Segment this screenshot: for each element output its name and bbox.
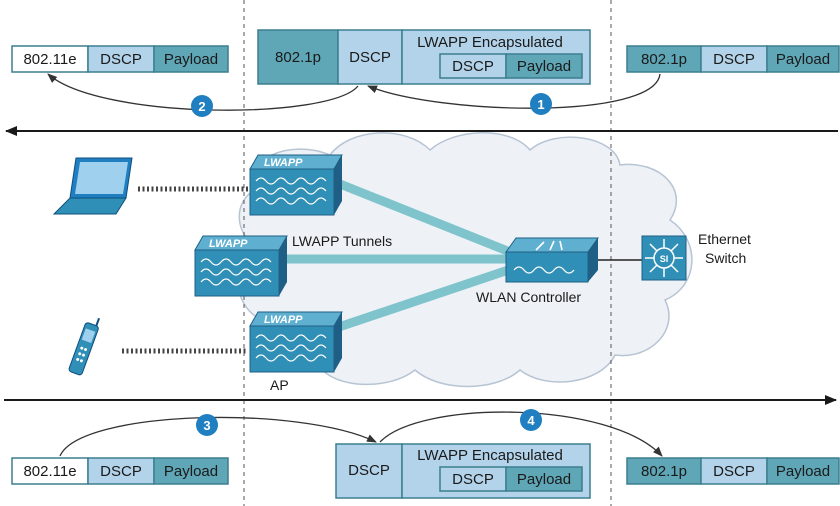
field-label: DSCP (349, 49, 391, 66)
step-badge: 3 (196, 414, 218, 436)
field-label: Payload (517, 58, 571, 75)
laptop-icon (52, 157, 133, 215)
field-label: Payload (164, 51, 218, 68)
field-label: Payload (776, 51, 830, 68)
wlan-controller-icon (505, 237, 599, 283)
badge-number: 4 (527, 413, 535, 428)
ap-label: AP (270, 377, 289, 393)
ap-badge-text: LWAPP (264, 157, 303, 169)
flow-arrow (379, 411, 663, 457)
access-point-icon: LWAPP (249, 154, 343, 216)
field-label: 802.11e (23, 51, 76, 68)
tunnels-label: LWAPP Tunnels (292, 233, 392, 249)
badge-number: 3 (203, 418, 210, 433)
switch-label-line2: Switch (705, 250, 746, 266)
field-label: Payload (517, 471, 571, 488)
field-label: DSCP (452, 58, 494, 75)
field-label: DSCP (100, 51, 142, 68)
frame-top-right: 802.1p DSCP Payload (626, 45, 840, 73)
frame-bottom-right: 802.1p DSCP Payload (626, 457, 840, 485)
switch-symbol: SI (660, 254, 669, 264)
step-badge: 2 (191, 95, 213, 117)
switch-label-line1: Ethernet (698, 231, 751, 247)
frame-top-left: 802.11e DSCP Payload (11, 45, 229, 73)
controller-label: WLAN Controller (476, 289, 581, 305)
access-point-icon: LWAPP (249, 311, 343, 373)
ethernet-switch-icon: SI (641, 235, 687, 281)
frame-bottom-left: 802.11e DSCP Payload (11, 457, 229, 485)
flow-arrow (59, 416, 377, 457)
encapsulation-header: LWAPP Encapsulated (417, 34, 563, 51)
step-badge: 4 (520, 409, 542, 431)
ap-badge-text: LWAPP (264, 314, 303, 326)
frame-bottom-center: DSCP LWAPP Encapsulated DSCP Payload (335, 443, 591, 499)
field-label: DSCP (100, 463, 142, 480)
badge-number: 2 (198, 99, 205, 114)
field-label: 802.1p (641, 51, 687, 68)
phone-icon (68, 317, 101, 376)
field-label: 802.11e (23, 463, 76, 480)
encapsulation-header: LWAPP Encapsulated (417, 447, 563, 464)
field-label: 802.1p (641, 463, 687, 480)
field-label: Payload (164, 463, 218, 480)
lwapp-tunnel (328, 175, 522, 261)
field-label: DSCP (713, 463, 755, 480)
lwapp-tunnel (328, 261, 522, 335)
badge-number: 1 (537, 97, 544, 112)
step-badge: 1 (530, 93, 552, 115)
field-label: DSCP (713, 51, 755, 68)
field-label: Payload (776, 463, 830, 480)
frame-top-center: 802.1p DSCP LWAPP Encapsulated DSCP Payl… (257, 29, 591, 85)
field-label: DSCP (452, 471, 494, 488)
ap-badge-text: LWAPP (209, 238, 248, 250)
field-label: 802.1p (275, 49, 321, 66)
access-point-icon: LWAPP (194, 235, 288, 297)
field-label: DSCP (348, 462, 390, 479)
